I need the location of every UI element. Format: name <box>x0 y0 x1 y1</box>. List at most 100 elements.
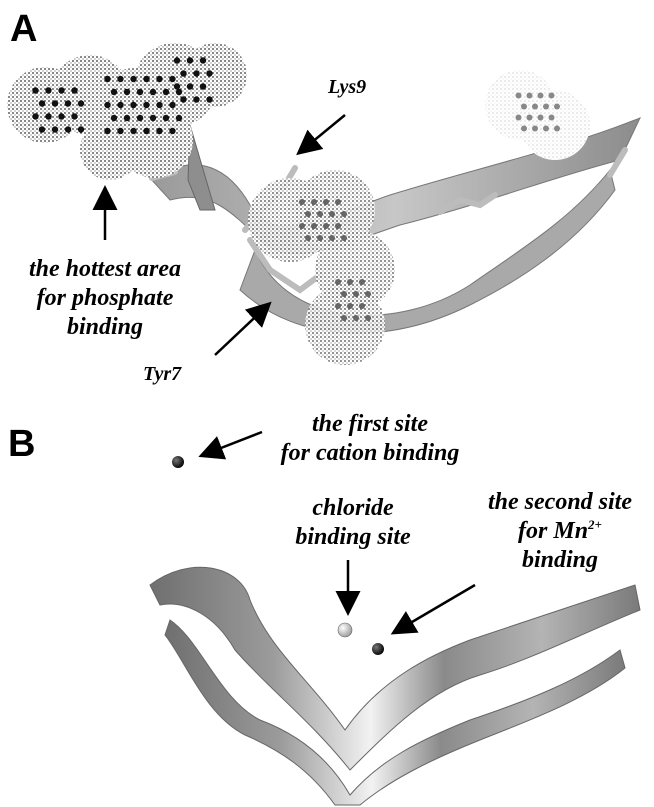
hottest-line-2: for phosphate <box>10 284 200 313</box>
atom-dot <box>323 199 329 205</box>
tyr7-arrow <box>215 305 268 355</box>
atom-dot <box>156 76 162 82</box>
atom-dot <box>335 303 341 309</box>
atom-dot <box>143 76 149 82</box>
atom-dot <box>150 89 156 95</box>
atom-dot <box>341 291 347 297</box>
atom-dot <box>521 126 527 132</box>
atom-dot <box>187 57 193 63</box>
first-site-line-2: for cation binding <box>255 439 485 468</box>
atom-dot <box>32 113 38 119</box>
atom-dot <box>130 76 136 82</box>
atom-dot <box>543 104 549 110</box>
atom-dot <box>206 96 212 102</box>
atom-dot <box>39 126 45 132</box>
atom-dot <box>111 115 117 121</box>
atom-dot <box>317 211 323 217</box>
phosphate-hotspot-surface <box>7 43 247 180</box>
atom-dot <box>52 100 58 106</box>
atom-dot <box>516 115 522 121</box>
atom-dot <box>329 235 335 241</box>
atom-dot <box>78 100 84 106</box>
hottest-line-3: binding <box>10 313 200 342</box>
atom-dot <box>305 235 311 241</box>
atom-dot <box>104 128 110 134</box>
atom-dot <box>58 113 64 119</box>
atom-dot <box>163 89 169 95</box>
atom-dot <box>329 211 335 217</box>
atom-dot <box>71 113 77 119</box>
chloride-line-1: chloride <box>283 494 423 523</box>
atom-dot <box>317 235 323 241</box>
atom-dot <box>32 87 38 93</box>
atom-dot <box>353 315 359 321</box>
panel-a-letter: A <box>10 10 37 48</box>
atom-dot <box>150 115 156 121</box>
atom-dot <box>359 279 365 285</box>
atom-dot <box>200 57 206 63</box>
atom-dot <box>104 76 110 82</box>
atom-dot <box>299 199 305 205</box>
panel-b-ribbon-upper <box>150 567 640 770</box>
atom-dot <box>200 83 206 89</box>
atom-dot <box>299 223 305 229</box>
atom-dot <box>347 303 353 309</box>
atom-dot <box>169 128 175 134</box>
atom-dot <box>39 100 45 106</box>
tyr7-label: Tyr7 <box>143 362 181 386</box>
atom-dot <box>65 126 71 132</box>
atom-dot <box>532 126 538 132</box>
atom-dot <box>554 104 560 110</box>
first-site-line-1: the first site <box>255 410 485 439</box>
hottest-area-label: the hottest area for phosphate binding <box>10 255 200 341</box>
atom-dot <box>174 57 180 63</box>
atom-dot <box>117 128 123 134</box>
atom-dot <box>124 115 130 121</box>
second-site-line-2: for Mn2+ <box>470 517 650 546</box>
second-site-label: the second site for Mn2+ binding <box>470 488 650 574</box>
atom-dot <box>104 102 110 108</box>
atom-dot <box>335 199 341 205</box>
atom-dot <box>527 115 533 121</box>
atom-dot <box>65 100 71 106</box>
atom-dot <box>176 89 182 95</box>
atom-dot <box>347 279 353 285</box>
atom-dot <box>180 70 186 76</box>
atom-dot <box>143 102 149 108</box>
atom-dot <box>323 223 329 229</box>
first-site-label: the first site for cation binding <box>255 410 485 468</box>
atom-dot <box>543 126 549 132</box>
atom-dot <box>45 113 51 119</box>
atom-dot <box>193 70 199 76</box>
atom-dot <box>532 104 538 110</box>
atom-dot <box>117 102 123 108</box>
atom-dot <box>137 89 143 95</box>
second-site-line-1: the second site <box>470 488 650 517</box>
atom-dot <box>180 96 186 102</box>
atom-dot <box>137 115 143 121</box>
atom-dot <box>58 87 64 93</box>
cation-site-1 <box>172 456 184 468</box>
atom-dot <box>143 128 149 134</box>
atom-dot <box>117 76 123 82</box>
atom-dot <box>187 83 193 89</box>
atom-dot <box>78 126 84 132</box>
atom-dot <box>111 89 117 95</box>
atom-dot <box>538 93 544 99</box>
atom-dot <box>52 126 58 132</box>
faint-surface <box>485 70 590 160</box>
atom-dot <box>521 104 527 110</box>
atom-dot <box>163 115 169 121</box>
atom-dot <box>341 315 347 321</box>
atom-dot <box>516 93 522 99</box>
atom-dot <box>341 211 347 217</box>
atom-dot <box>130 102 136 108</box>
lys9-label: Lys9 <box>328 75 366 99</box>
atom-dot <box>169 102 175 108</box>
chloride-site <box>338 623 352 637</box>
atom-dot <box>169 76 175 82</box>
second-site-superscript: 2+ <box>588 517 602 532</box>
atom-dot <box>365 315 371 321</box>
